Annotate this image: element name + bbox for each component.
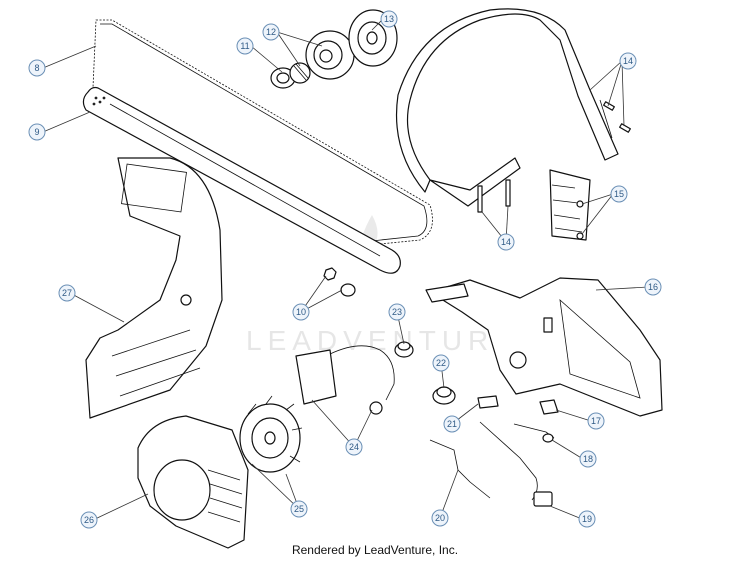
callout-21: 21 [443, 415, 461, 433]
svg-text:15: 15 [614, 189, 624, 199]
svg-text:10: 10 [296, 307, 306, 317]
svg-text:24: 24 [349, 442, 359, 452]
switch [479, 421, 553, 507]
svg-text:26: 26 [84, 515, 94, 525]
clutch-drum [305, 30, 355, 80]
leader-lines [42, 18, 649, 521]
svg-text:11: 11 [240, 41, 249, 51]
svg-text:23: 23 [392, 307, 402, 317]
callout-10: 10 [292, 303, 310, 321]
fuel-line [513, 423, 555, 443]
throttle-rod [429, 439, 491, 499]
callout-9: 9 [28, 123, 46, 141]
callout-23: 23 [388, 303, 406, 321]
svg-text:27: 27 [62, 288, 72, 298]
starter-housing [137, 415, 249, 549]
callout-27: 27 [58, 284, 76, 302]
callout-12: 12 [262, 23, 280, 41]
svg-text:14: 14 [623, 56, 633, 66]
callout-17: 17 [587, 412, 605, 430]
svg-text:16: 16 [648, 282, 658, 292]
front-handle [395, 8, 631, 213]
guide-bar [82, 86, 401, 274]
svg-text:12: 12 [266, 27, 276, 37]
callout-25: 25 [290, 500, 308, 518]
svg-text:9: 9 [34, 127, 39, 137]
credit-line: Rendered by LeadVenture, Inc. [291, 543, 459, 557]
callout-14-bottom: 14 [497, 233, 515, 251]
callout-8: 8 [28, 59, 46, 77]
oil-cap [394, 341, 414, 358]
engine-housing [425, 277, 663, 417]
ignition-module [295, 345, 395, 415]
svg-text:14: 14 [501, 237, 511, 247]
callout-22: 22 [432, 354, 450, 372]
svg-text:17: 17 [591, 416, 601, 426]
fuel-filter [539, 399, 559, 415]
grommet [477, 395, 499, 409]
svg-text:22: 22 [436, 358, 446, 368]
clutch-bearing [270, 67, 296, 89]
svg-text:21: 21 [447, 419, 457, 429]
watermark-text: LEADVENTURE [246, 325, 519, 356]
callout-11: 11 [236, 37, 254, 55]
svg-text:20: 20 [435, 513, 445, 523]
svg-text:25: 25 [294, 504, 304, 514]
clutch-needle-cage [289, 62, 311, 84]
svg-text:19: 19 [582, 514, 592, 524]
saw-chain [91, 19, 433, 247]
svg-text:13: 13 [384, 14, 394, 24]
flywheel [239, 395, 303, 473]
callout-16: 16 [644, 278, 662, 296]
svg-text:8: 8 [34, 63, 39, 73]
fuel-cap [432, 386, 456, 405]
callout-20: 20 [431, 509, 449, 527]
callout-26: 26 [80, 511, 98, 529]
bumper-spike [549, 169, 591, 241]
callout-14-top: 14 [619, 52, 637, 70]
callout-13: 13 [380, 10, 398, 28]
callout-24: 24 [345, 438, 363, 456]
callout-19: 19 [578, 510, 596, 528]
callout-18: 18 [579, 450, 597, 468]
svg-text:18: 18 [583, 454, 593, 464]
bar-nut [323, 267, 356, 297]
side-cover [85, 157, 223, 419]
callout-15: 15 [610, 185, 628, 203]
